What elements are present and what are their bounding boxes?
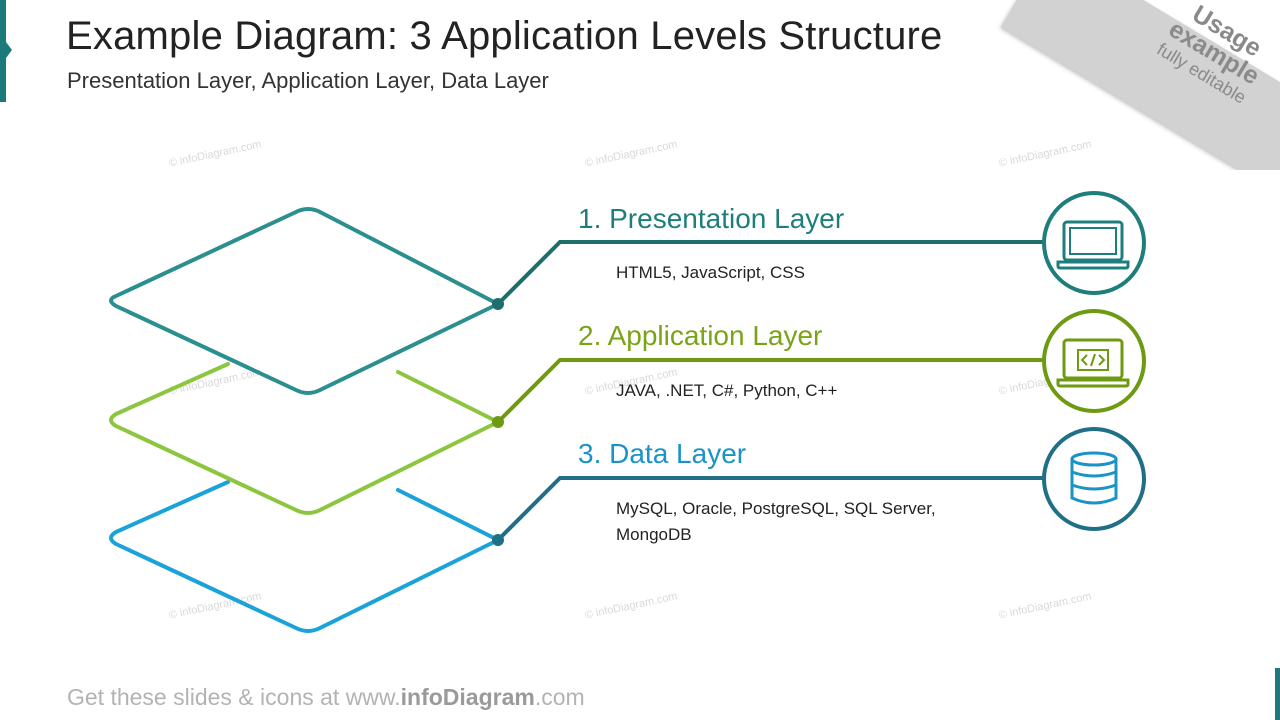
application-layer-outline-back (396, 370, 500, 424)
application-connector (496, 358, 1044, 424)
presentation-layer-outline (109, 207, 500, 395)
application-connector-dot (492, 416, 504, 428)
database-icon (1042, 427, 1146, 531)
data-layer-desc: MySQL, Oracle, PostgreSQL, SQL Server, M… (616, 499, 936, 544)
data-layer-outline-front (109, 480, 500, 633)
page-title: Example Diagram: 3 Application Levels St… (66, 14, 943, 58)
presentation-layer-desc: HTML5, JavaScript, CSS (616, 263, 805, 282)
presentation-layer-title: 1. Presentation Layer (578, 203, 845, 234)
footer-credit: Get these slides & icons at www.infoDiag… (67, 684, 585, 711)
laptop-icon (1042, 191, 1146, 295)
application-layer-desc: JAVA, .NET, C#, Python, C++ (616, 381, 838, 400)
accent-notch (6, 42, 12, 58)
application-layer-outline-front (109, 362, 500, 515)
footer-brand: infoDiagram (400, 684, 535, 710)
application-layer-title: 2. Application Layer (578, 320, 823, 351)
presentation-connector (496, 240, 1044, 306)
data-layer-shape (109, 480, 500, 633)
data-connector-dot (492, 534, 504, 546)
code-laptop-icon (1042, 309, 1146, 413)
accent-bar (0, 0, 6, 102)
data-layer-title: 3. Data Layer (578, 438, 747, 469)
page-subtitle: Presentation Layer, Application Layer, D… (67, 68, 549, 93)
corner-accent-bar (1275, 668, 1280, 720)
data-layer-outline-back (396, 488, 500, 542)
data-connector (496, 476, 1044, 542)
footer-prefix: Get these slides & icons at www. (67, 684, 401, 710)
presentation-connector-dot (492, 298, 504, 310)
footer-suffix: .com (534, 684, 585, 710)
presentation-layer-shape (109, 207, 500, 395)
application-layer-shape (109, 362, 500, 515)
